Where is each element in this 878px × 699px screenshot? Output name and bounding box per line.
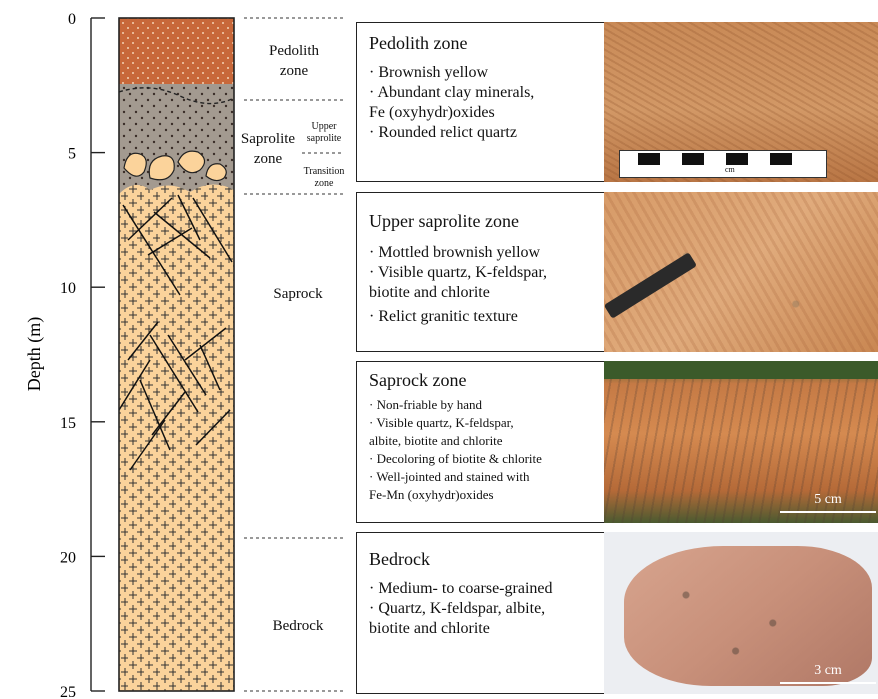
panel-item: · Relict granitic texture xyxy=(369,307,547,327)
panel-item: · Rounded relict quartz xyxy=(369,123,534,143)
pencil xyxy=(604,252,697,319)
panel-item: · Visible quartz, K-feldspar, xyxy=(369,263,547,283)
depth-tick-label: 5 xyxy=(68,146,76,163)
panel-item: · Brownish yellow xyxy=(369,63,534,83)
depth-axis-label: Depth (m) xyxy=(24,317,45,391)
panel-item: · Well-jointed and stained with xyxy=(369,468,542,486)
depth-tick-label: 25 xyxy=(60,684,76,699)
panel-title: Upper saprolite zone xyxy=(369,211,519,232)
panel-item: biotite and chlorite xyxy=(369,619,552,639)
depth-tick-label: 20 xyxy=(60,549,76,566)
panel-title: Saprock zone xyxy=(369,370,466,391)
depth-tick-label: 15 xyxy=(60,415,76,432)
ruler: cm xyxy=(619,150,827,178)
panel-bedrock: Bedrock · Medium- to coarse-grained · Qu… xyxy=(356,532,606,694)
ruler-unit: cm xyxy=(725,165,735,174)
panel-title: Pedolith zone xyxy=(369,33,467,54)
depth-tick-label: 10 xyxy=(60,280,76,297)
photo-saprock: 5 cm xyxy=(604,361,878,523)
panel-item: · Mottled brownish yellow xyxy=(369,243,547,263)
panel-item: Fe-Mn (oxyhydr)oxides xyxy=(369,486,542,504)
panel-saprock: Saprock zone · Non-friable by hand · Vis… xyxy=(356,361,606,523)
panel-item: · Quartz, K-feldspar, albite, xyxy=(369,599,552,619)
panel-pedolith: Pedolith zone · Brownish yellow · Abunda… xyxy=(356,22,606,182)
panel-item: biotite and chlorite xyxy=(369,283,547,303)
panel-item: albite, biotite and chlorite xyxy=(369,432,542,450)
label-upper-saprolite: Uppersaprolite xyxy=(307,121,342,144)
zone-divider-lines xyxy=(244,18,346,691)
label-bedrock: Bedrock xyxy=(273,618,324,634)
scale-bar xyxy=(780,682,876,684)
photo-upper-saprolite xyxy=(604,192,878,352)
label-transition-zone: Transitionzone xyxy=(304,166,345,189)
panel-item: · Abundant clay minerals, xyxy=(369,83,534,103)
scale-bar-label: 3 cm xyxy=(780,663,876,679)
scale-bar-label: 5 cm xyxy=(780,492,876,508)
panel-title: Bedrock xyxy=(369,549,430,570)
label-pedolith: Pedolithzone xyxy=(269,43,320,79)
panel-item: · Decoloring of biotite & chlorite xyxy=(369,450,542,468)
scale-bar xyxy=(780,511,876,513)
label-saprock: Saprock xyxy=(273,286,323,302)
depth-tick-label: 0 xyxy=(68,11,76,28)
photo-bedrock: 3 cm xyxy=(604,532,878,694)
panel-item: · Non-friable by hand xyxy=(369,396,542,414)
panel-item: Fe (oxyhydr)oxides xyxy=(369,103,534,123)
label-saprolite: Saprolitezone xyxy=(241,131,295,167)
panel-item: · Visible quartz, K-feldspar, xyxy=(369,414,542,432)
photo-pedolith: cm xyxy=(604,22,878,182)
panel-item: · Medium- to coarse-grained xyxy=(369,579,552,599)
panel-upper-saprolite: Upper saprolite zone · Mottled brownish … xyxy=(356,192,606,352)
